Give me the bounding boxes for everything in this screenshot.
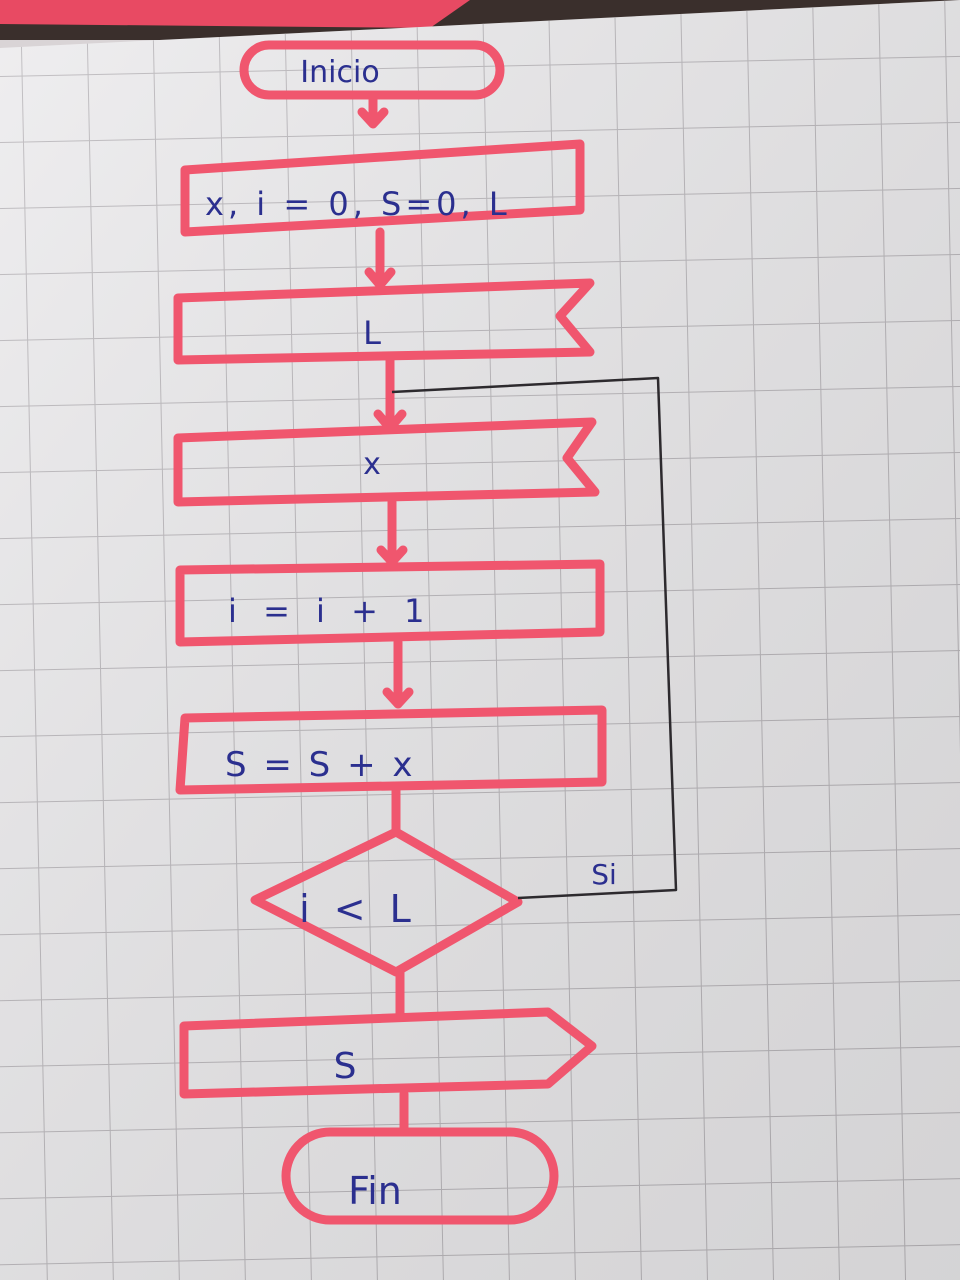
input-x-label: x bbox=[363, 447, 381, 482]
accumulate-label: S = S + x bbox=[225, 745, 416, 785]
input-l-box bbox=[173, 278, 595, 365]
output-label: S bbox=[334, 1046, 357, 1087]
input-x-box bbox=[173, 417, 600, 507]
end-terminator bbox=[281, 1127, 559, 1225]
init-label: x, i = 0, S=0, L bbox=[205, 185, 511, 223]
increment-process-box bbox=[175, 559, 605, 647]
output-display-box bbox=[179, 1007, 597, 1099]
start-label: Inicio bbox=[300, 55, 379, 90]
arrowhead-input-x-increment bbox=[376, 545, 408, 567]
loop-back-line bbox=[391, 376, 678, 900]
accumulate-process-box bbox=[175, 705, 607, 795]
folder-edge bbox=[0, 0, 470, 28]
input-l-label: L bbox=[363, 314, 381, 352]
end-label: Fin bbox=[348, 1169, 402, 1213]
increment-label: i = i + 1 bbox=[228, 592, 432, 630]
init-process-box bbox=[180, 139, 585, 237]
arrowhead-start-init bbox=[357, 107, 389, 129]
loop-yes-label: Si bbox=[591, 858, 617, 891]
arrowhead-init-input-l bbox=[364, 267, 396, 290]
arrowhead-increment-accumulate bbox=[382, 687, 414, 709]
condition-label: i < L bbox=[299, 887, 417, 931]
